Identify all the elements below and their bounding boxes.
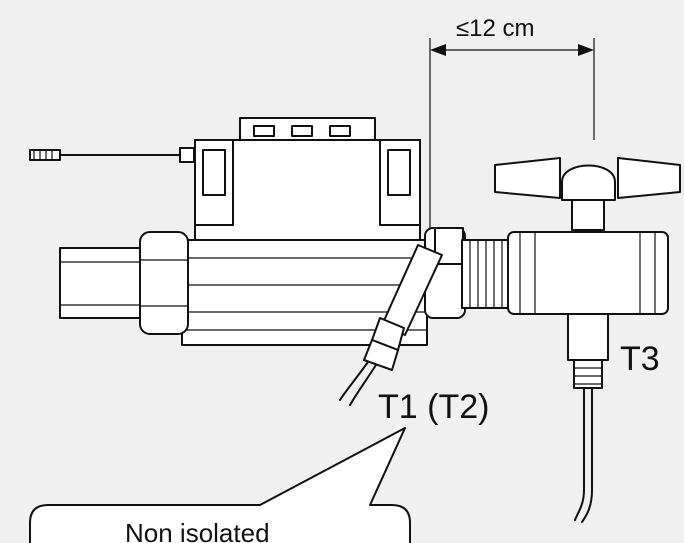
- dimension-label: ≤12 cm: [456, 15, 535, 42]
- valve-handle-hub: [561, 164, 616, 201]
- t1-t2-label: T1 (T2): [378, 388, 489, 426]
- valve-handle-left: [494, 157, 561, 199]
- t3-sensor-cable: [574, 387, 593, 523]
- valve-handle-right: [617, 157, 681, 199]
- dimension-arrow-left: [430, 44, 446, 56]
- callout-text: Non isolated: [125, 518, 270, 543]
- outlet-connection: [424, 227, 511, 319]
- distance-dimension: ≤12 cm: [429, 15, 595, 230]
- ball-valve: [494, 157, 681, 389]
- inlet-connection: [59, 231, 189, 335]
- meter-body: [181, 117, 428, 346]
- callout-bubble: Non isolated: [29, 427, 411, 543]
- t3-label: T3: [620, 340, 660, 378]
- t3-port: [567, 313, 609, 361]
- sensor-cable: [29, 147, 195, 163]
- dimension-arrow-right: [578, 44, 594, 56]
- valve-body: [507, 231, 669, 315]
- t1-sensor: [339, 244, 443, 406]
